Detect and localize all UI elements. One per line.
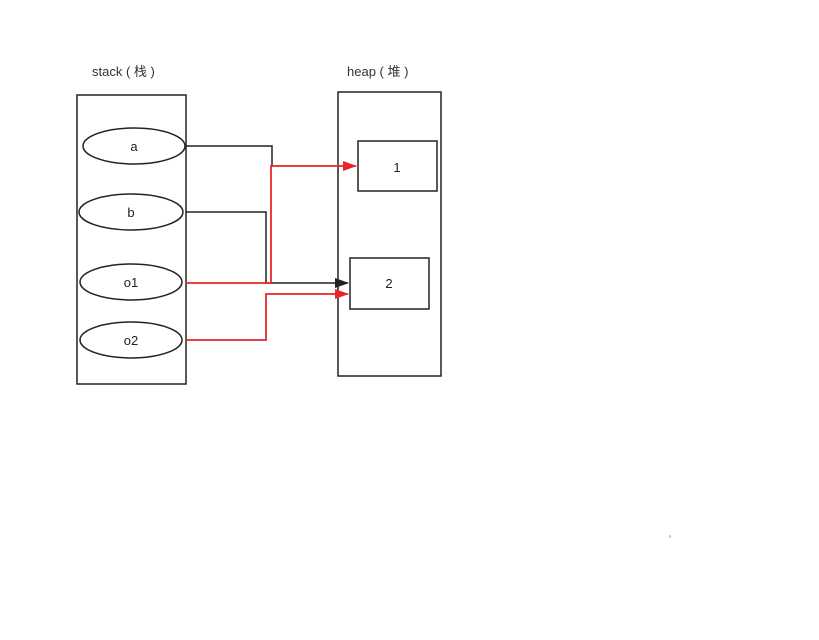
reference-o1-to-1	[186, 161, 357, 284]
stack-item-o1-label: o1	[124, 275, 138, 290]
stack-container	[76, 94, 187, 385]
heap-container	[337, 91, 442, 377]
stack-item-o1	[79, 263, 183, 301]
reference-o2-to-2	[186, 289, 349, 341]
heap-object-2-label: 2	[385, 276, 392, 291]
stack-item-a	[82, 127, 186, 165]
stack-item-a-label: a	[130, 139, 138, 154]
stack-item-o2	[79, 321, 183, 359]
stack-item-b	[78, 193, 184, 231]
heap-object-1	[357, 140, 438, 192]
heap-object-1-label: 1	[393, 160, 400, 175]
stack-title: stack ( 栈 )	[92, 64, 155, 79]
heap-object-2	[349, 257, 430, 310]
reference-b-to-2	[186, 211, 349, 288]
stack-item-b-label: b	[127, 205, 134, 220]
heap-title: heap ( 堆 )	[347, 64, 409, 79]
reference-a-to-1	[186, 145, 273, 166]
stack-item-o2-label: o2	[124, 333, 138, 348]
